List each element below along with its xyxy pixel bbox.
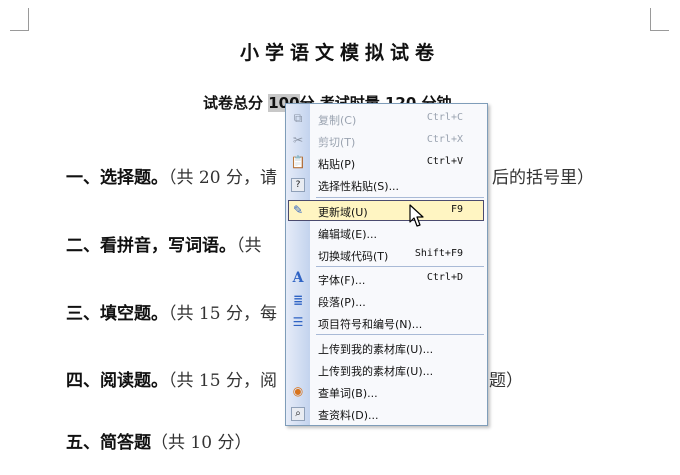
question-label: 五、简答题 (66, 433, 151, 453)
menu-item-shortcut: F9 (450, 204, 463, 215)
menu-item-lookup-word[interactable]: ◉ 查单词(B)... (286, 381, 487, 402)
font-icon: A (292, 270, 304, 286)
page-corner-mark-top-left (10, 8, 29, 31)
question-3[interactable]: 三、填空题。（共 15 分，每 (66, 299, 277, 324)
menu-item-label: 查单词(B)... (318, 387, 378, 400)
question-label: 二、看拼音，写词语。 (66, 236, 236, 256)
menu-item-shortcut: Ctrl+X (426, 134, 463, 145)
menu-item-update-field[interactable]: ✎ 更新域(U) F9 (286, 200, 487, 221)
question-4[interactable]: 四、阅读题。（共 15 分，阅 (66, 366, 277, 391)
menu-separator (316, 266, 484, 267)
subtitle-prefix: 试卷总分 (203, 94, 269, 112)
menu-separator (316, 197, 484, 198)
menu-item-paste-special[interactable]: ? 选择性粘贴(S)... (286, 174, 487, 195)
menu-item-label: 编辑域(E)... (318, 228, 378, 241)
question-1-tail: 后的括号里） (492, 168, 594, 188)
document-title: 小学语文模拟试卷 (239, 42, 440, 64)
menu-item-copy[interactable]: ⧉ 复制(C) Ctrl+C (286, 108, 487, 129)
menu-item-shortcut: Shift+F9 (414, 248, 463, 259)
menu-item-label: 项目符号和编号(N)... (318, 318, 423, 331)
question-detail: （共 15 分，每 (168, 304, 277, 324)
menu-item-highlight (288, 200, 484, 221)
menu-item-label: 剪切(T) (318, 136, 356, 149)
paste-special-icon: ? (291, 178, 305, 192)
question-1[interactable]: 一、选择题。（共 20 分，请 (66, 163, 277, 188)
menu-item-label: 字体(F)... (318, 274, 366, 287)
question-label: 一、选择题。 (66, 168, 168, 188)
menu-item-label: 切换域代码(T) (318, 250, 389, 263)
menu-item-shortcut: Ctrl+C (426, 112, 463, 123)
question-detail: （共 20 分，请 (168, 168, 277, 188)
question-2[interactable]: 二、看拼音，写词语。（共 (66, 231, 262, 256)
context-menu: ⧉ 复制(C) Ctrl+C ✂ 剪切(T) Ctrl+X 📋 粘贴(P) Ct… (285, 103, 488, 426)
mouse-pointer-icon (409, 204, 424, 227)
page-corner-mark-top-right (650, 8, 669, 31)
menu-item-shortcut: Ctrl+D (426, 272, 463, 283)
menu-item-paste[interactable]: 📋 粘贴(P) Ctrl+V (286, 152, 487, 173)
menu-item-edit-field[interactable]: 编辑域(E)... (286, 222, 487, 243)
paste-icon: 📋 (290, 155, 306, 169)
update-field-icon: ✎ (292, 203, 304, 217)
menu-item-label: 段落(P)... (318, 296, 366, 309)
bullets-icon: ☰ (292, 315, 304, 329)
menu-item-shortcut: Ctrl+V (426, 156, 463, 167)
copy-icon: ⧉ (293, 111, 303, 125)
menu-item-paragraph[interactable]: ≣ 段落(P)... (286, 290, 487, 311)
menu-item-search-docs[interactable]: ⌕ 查资料(D)... (286, 403, 487, 424)
cut-icon: ✂ (292, 133, 304, 147)
search-docs-icon: ⌕ (291, 407, 305, 421)
question-label: 三、填空题。 (66, 304, 168, 324)
menu-item-upload-library-2[interactable]: 上传到我的素材库(U)... (286, 359, 487, 380)
menu-item-label: 选择性粘贴(S)... (318, 180, 400, 193)
paragraph-icon: ≣ (292, 293, 304, 307)
menu-item-label: 查资料(D)... (318, 409, 379, 422)
question-4-tail: 题） (489, 371, 523, 391)
question-detail: （共 10 分） (151, 433, 252, 453)
menu-item-label: 更新域(U) (318, 206, 368, 219)
menu-separator (316, 334, 484, 335)
menu-item-label: 粘贴(P) (318, 158, 356, 171)
lookup-word-icon: ◉ (292, 384, 304, 398)
menu-icon-gutter (286, 104, 310, 425)
menu-item-toggle-field-codes[interactable]: 切换域代码(T) Shift+F9 (286, 244, 487, 265)
menu-item-upload-library-1[interactable]: 上传到我的素材库(U)... (286, 337, 487, 358)
menu-item-bullets-numbering[interactable]: ☰ 项目符号和编号(N)... (286, 312, 487, 333)
menu-item-label: 上传到我的素材库(U)... (318, 365, 434, 378)
question-detail: （共 (236, 236, 262, 256)
menu-item-label: 上传到我的素材库(U)... (318, 343, 434, 356)
menu-item-label: 复制(C) (318, 114, 357, 127)
menu-item-font[interactable]: A 字体(F)... Ctrl+D (286, 268, 487, 289)
question-5[interactable]: 五、简答题（共 10 分） (66, 428, 251, 453)
question-label: 四、阅读题。 (66, 371, 168, 391)
menu-item-cut[interactable]: ✂ 剪切(T) Ctrl+X (286, 130, 487, 151)
question-detail: （共 15 分，阅 (168, 371, 277, 391)
